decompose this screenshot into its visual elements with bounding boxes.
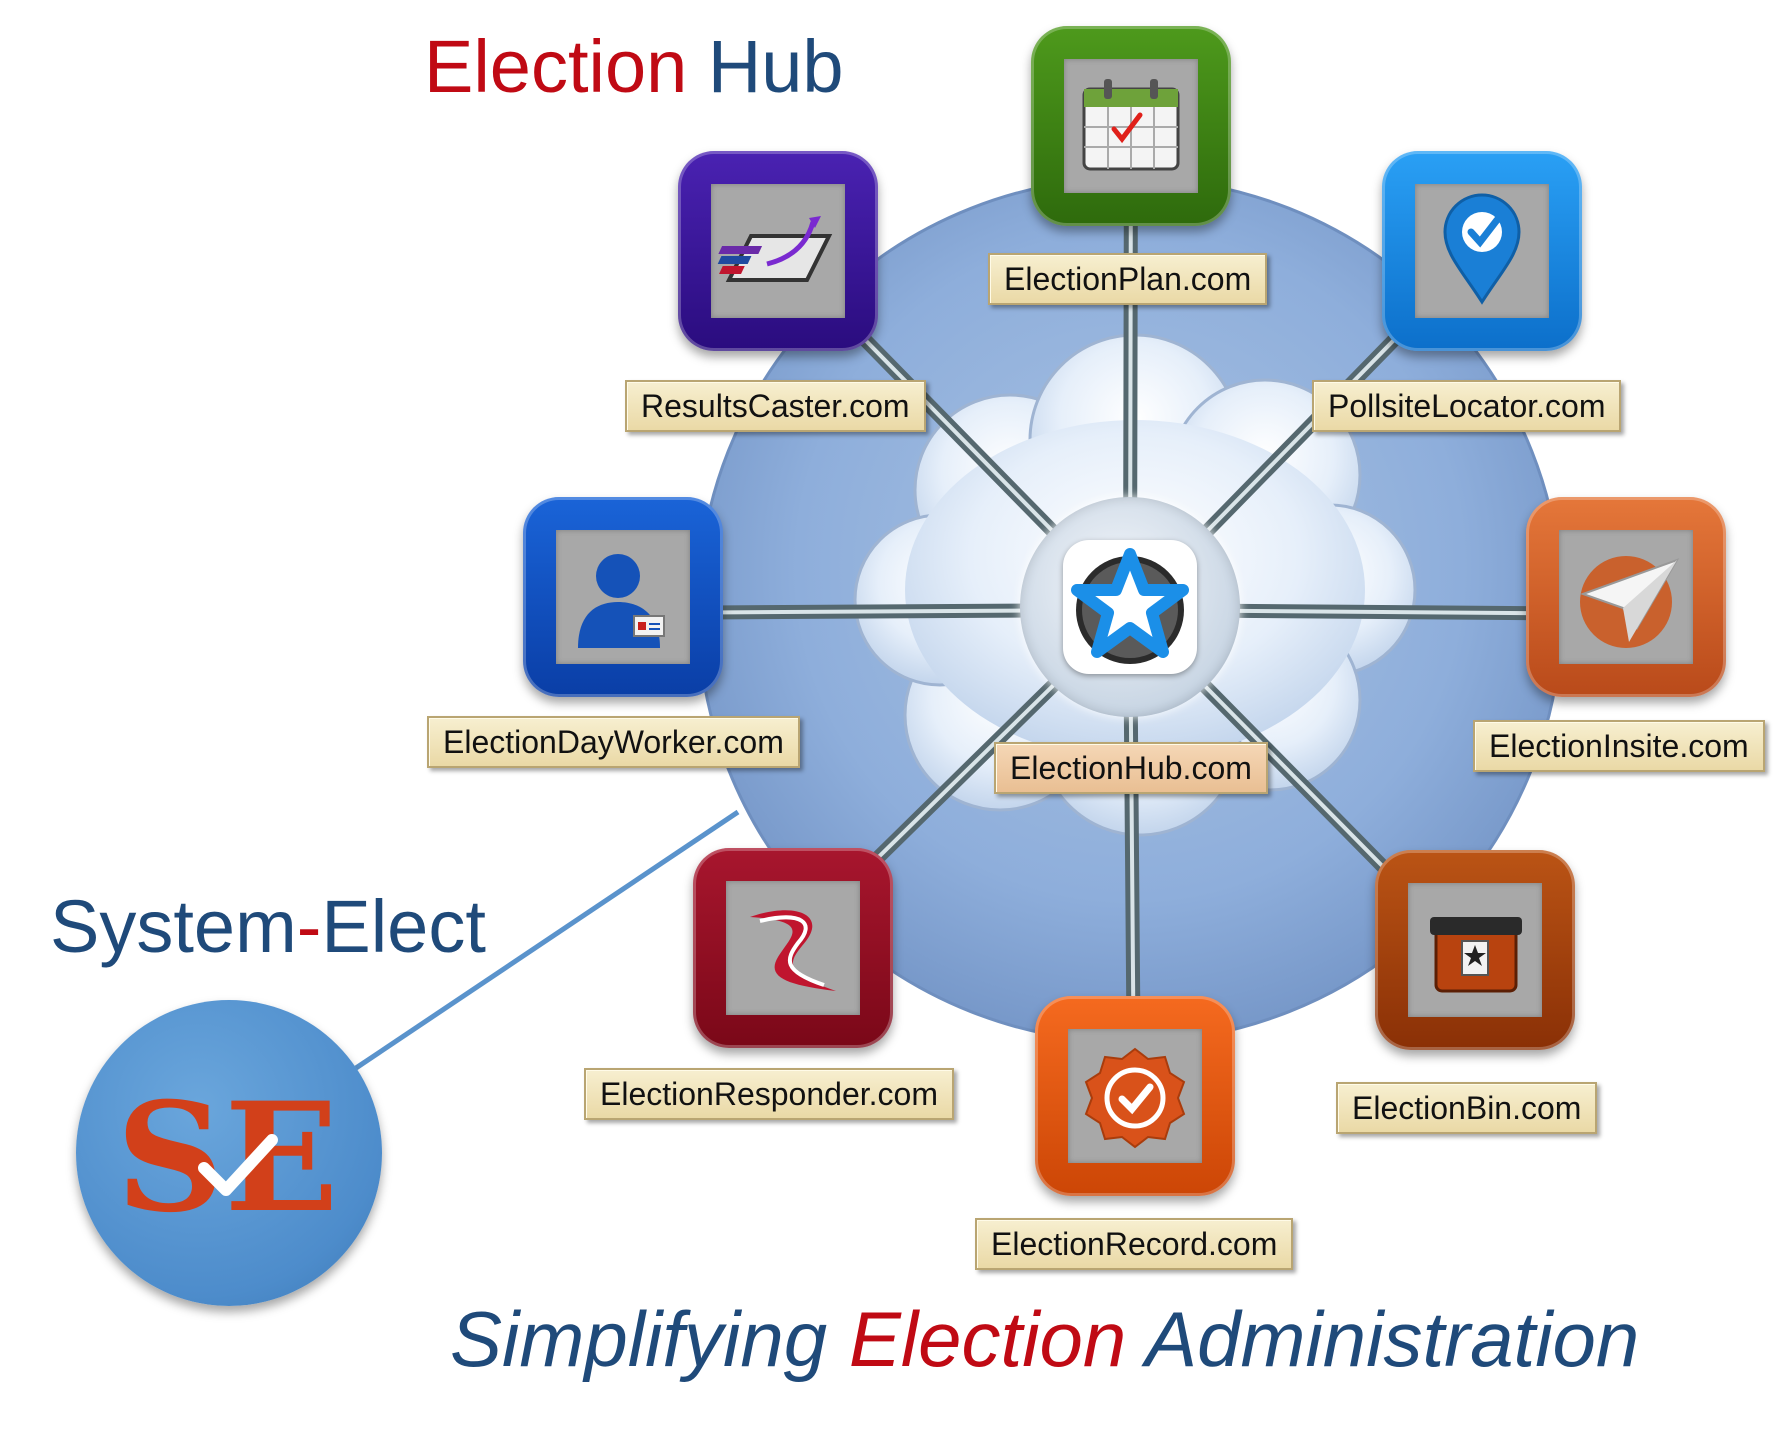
tagline-part-simplifying: Simplifying <box>450 1295 828 1383</box>
logo-text: SE <box>116 1070 339 1246</box>
brand-part-elect: Elect <box>321 885 486 968</box>
label-electionrecord[interactable]: ElectionRecord.com <box>975 1218 1294 1270</box>
label-electionresponder[interactable]: ElectionResponder.com <box>584 1068 954 1120</box>
app-tile-electioninsite[interactable] <box>1526 497 1726 697</box>
badge-check-icon <box>1068 1029 1202 1163</box>
worker-icon <box>556 530 690 664</box>
tagline-part-administration: Administration <box>1145 1295 1640 1383</box>
chart-icon <box>711 184 845 318</box>
title-part-hub: Hub <box>707 25 844 108</box>
label-resultscaster[interactable]: ResultsCaster.com <box>625 380 926 432</box>
star-icon[interactable] <box>1063 540 1197 674</box>
calendar-icon <box>1064 59 1198 193</box>
app-tile-electionrecord[interactable] <box>1035 996 1235 1196</box>
brand-name: System-Elect <box>50 890 486 964</box>
ballot-bin-icon <box>1408 883 1542 1017</box>
swoosh-icon <box>726 881 860 1015</box>
tagline: Simplifying Election Administration <box>450 1300 1639 1378</box>
brand-separator: - <box>296 885 322 968</box>
page-title: Election Hub <box>424 30 844 104</box>
se-logo-icon[interactable]: SE <box>76 1000 382 1306</box>
app-tile-electiondayworker[interactable] <box>523 497 723 697</box>
tagline-part-election: Election <box>848 1295 1127 1383</box>
app-tile-electionbin[interactable] <box>1375 850 1575 1050</box>
paper-plane-icon <box>1559 530 1693 664</box>
map-pin-icon <box>1415 184 1549 318</box>
app-tile-pollsitelocator[interactable] <box>1382 151 1582 351</box>
app-tile-electionplan[interactable] <box>1031 26 1231 226</box>
brand-part-system: System <box>50 885 297 968</box>
app-tile-electionresponder[interactable] <box>693 848 893 1048</box>
label-electionbin[interactable]: ElectionBin.com <box>1336 1082 1598 1134</box>
title-part-election: Election <box>424 25 688 108</box>
app-tile-resultscaster[interactable] <box>678 151 878 351</box>
label-pollsitelocator[interactable]: PollsiteLocator.com <box>1312 380 1622 432</box>
label-electioninsite[interactable]: ElectionInsite.com <box>1473 720 1765 772</box>
logo-connector-line <box>354 809 740 1071</box>
label-electiondayworker[interactable]: ElectionDayWorker.com <box>427 716 800 768</box>
label-electionplan[interactable]: ElectionPlan.com <box>988 253 1268 305</box>
label-electionhub[interactable]: ElectionHub.com <box>994 742 1268 794</box>
